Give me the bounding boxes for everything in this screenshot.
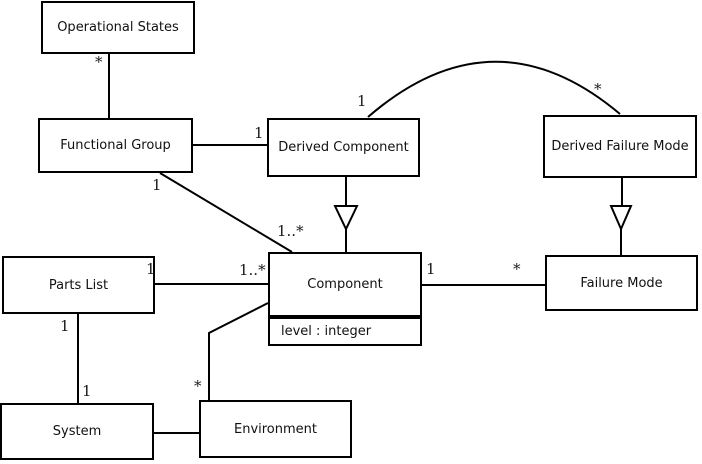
edge-arc-derivedcomponent-derivedfailuremode bbox=[367, 60, 621, 118]
multiplicity-comp-fm-dst: * bbox=[513, 260, 521, 278]
class-name-label: Component bbox=[307, 277, 383, 292]
multiplicity-fg-dc: 1 bbox=[254, 124, 264, 142]
class-box-derived-component[interactable]: Derived Component bbox=[267, 118, 420, 177]
component-name-section: Component bbox=[268, 252, 422, 317]
generalization-triangle-failuremode bbox=[609, 205, 633, 232]
multiplicity-arc-dfm: * bbox=[594, 80, 602, 98]
class-box-functional-group[interactable]: Functional Group bbox=[38, 118, 193, 173]
class-name-label: Failure Mode bbox=[580, 275, 663, 291]
multiplicity-pl-comp-src: 1 bbox=[146, 260, 156, 278]
multiplicity-fg-comp-dst: 1..* bbox=[277, 222, 304, 240]
edge-component-environment bbox=[208, 302, 269, 401]
multiplicity-comp-fm-src: 1 bbox=[426, 260, 436, 278]
multiplicity-os-fg: * bbox=[95, 53, 103, 71]
class-box-environment[interactable]: Environment bbox=[199, 400, 352, 458]
class-name-label: Environment bbox=[233, 421, 317, 437]
class-name-label: System bbox=[52, 424, 102, 439]
multiplicity-pl-sys-dst: 1 bbox=[82, 382, 92, 400]
class-name-label: Derived Failure Mode bbox=[551, 139, 689, 154]
class-box-parts-list[interactable]: Parts List bbox=[2, 256, 155, 314]
multiplicity-fg-comp-src: 1 bbox=[152, 176, 162, 194]
generalization-triangle-component bbox=[333, 205, 359, 232]
edge-functionalgroup-component bbox=[159, 172, 293, 253]
class-name-label: Functional Group bbox=[60, 138, 171, 153]
class-name-label: Parts List bbox=[48, 277, 109, 293]
class-box-component[interactable]: Component level : integer bbox=[268, 252, 422, 346]
class-box-system[interactable]: System bbox=[0, 403, 154, 460]
multiplicity-pl-comp-dst: 1..* bbox=[239, 261, 266, 279]
class-name-label: Derived Component bbox=[278, 140, 409, 155]
component-attribute-section: level : integer bbox=[268, 317, 422, 346]
class-box-failure-mode[interactable]: Failure Mode bbox=[545, 255, 698, 311]
class-box-operational-states[interactable]: Operational States bbox=[41, 1, 195, 54]
multiplicity-comp-env: * bbox=[194, 377, 202, 395]
attribute-label: level : integer bbox=[281, 324, 372, 339]
class-name-label: Operational States bbox=[57, 20, 179, 35]
multiplicity-pl-sys-src: 1 bbox=[60, 317, 70, 335]
class-box-derived-failure-mode[interactable]: Derived Failure Mode bbox=[543, 115, 697, 178]
multiplicity-arc-dc: 1 bbox=[357, 92, 367, 110]
